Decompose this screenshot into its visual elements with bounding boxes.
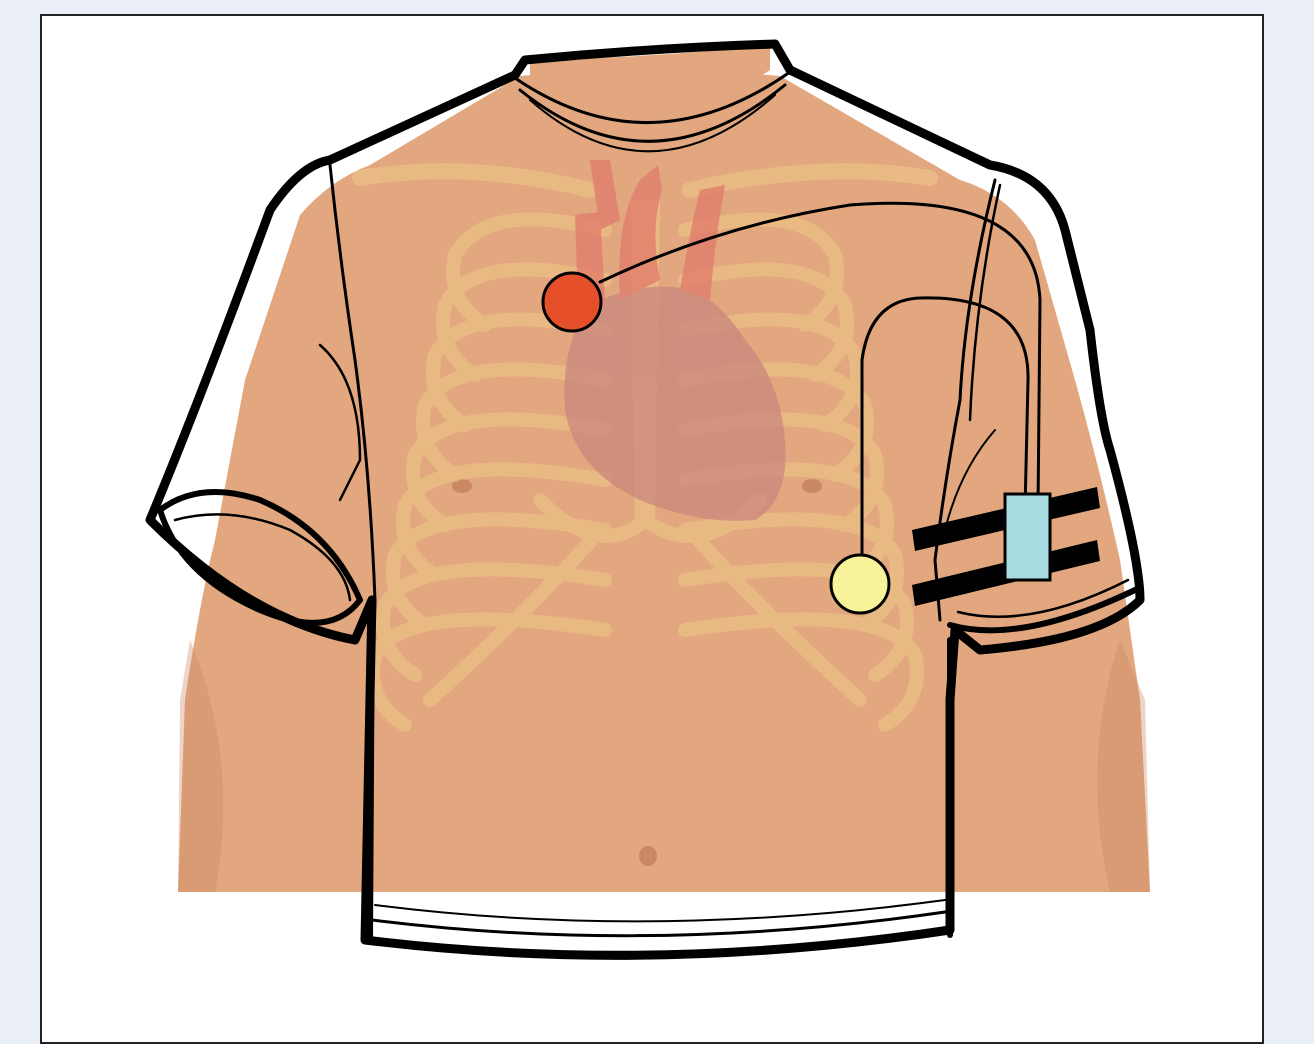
- left-side-seam: [370, 600, 372, 940]
- lower-electrode: [831, 555, 889, 613]
- right-nipple: [802, 479, 822, 493]
- shirt-hem: [372, 912, 945, 936]
- upper-electrode: [543, 273, 601, 331]
- recorder-device: [1005, 494, 1050, 580]
- shirt-hem-2: [375, 900, 945, 921]
- navel: [639, 846, 657, 866]
